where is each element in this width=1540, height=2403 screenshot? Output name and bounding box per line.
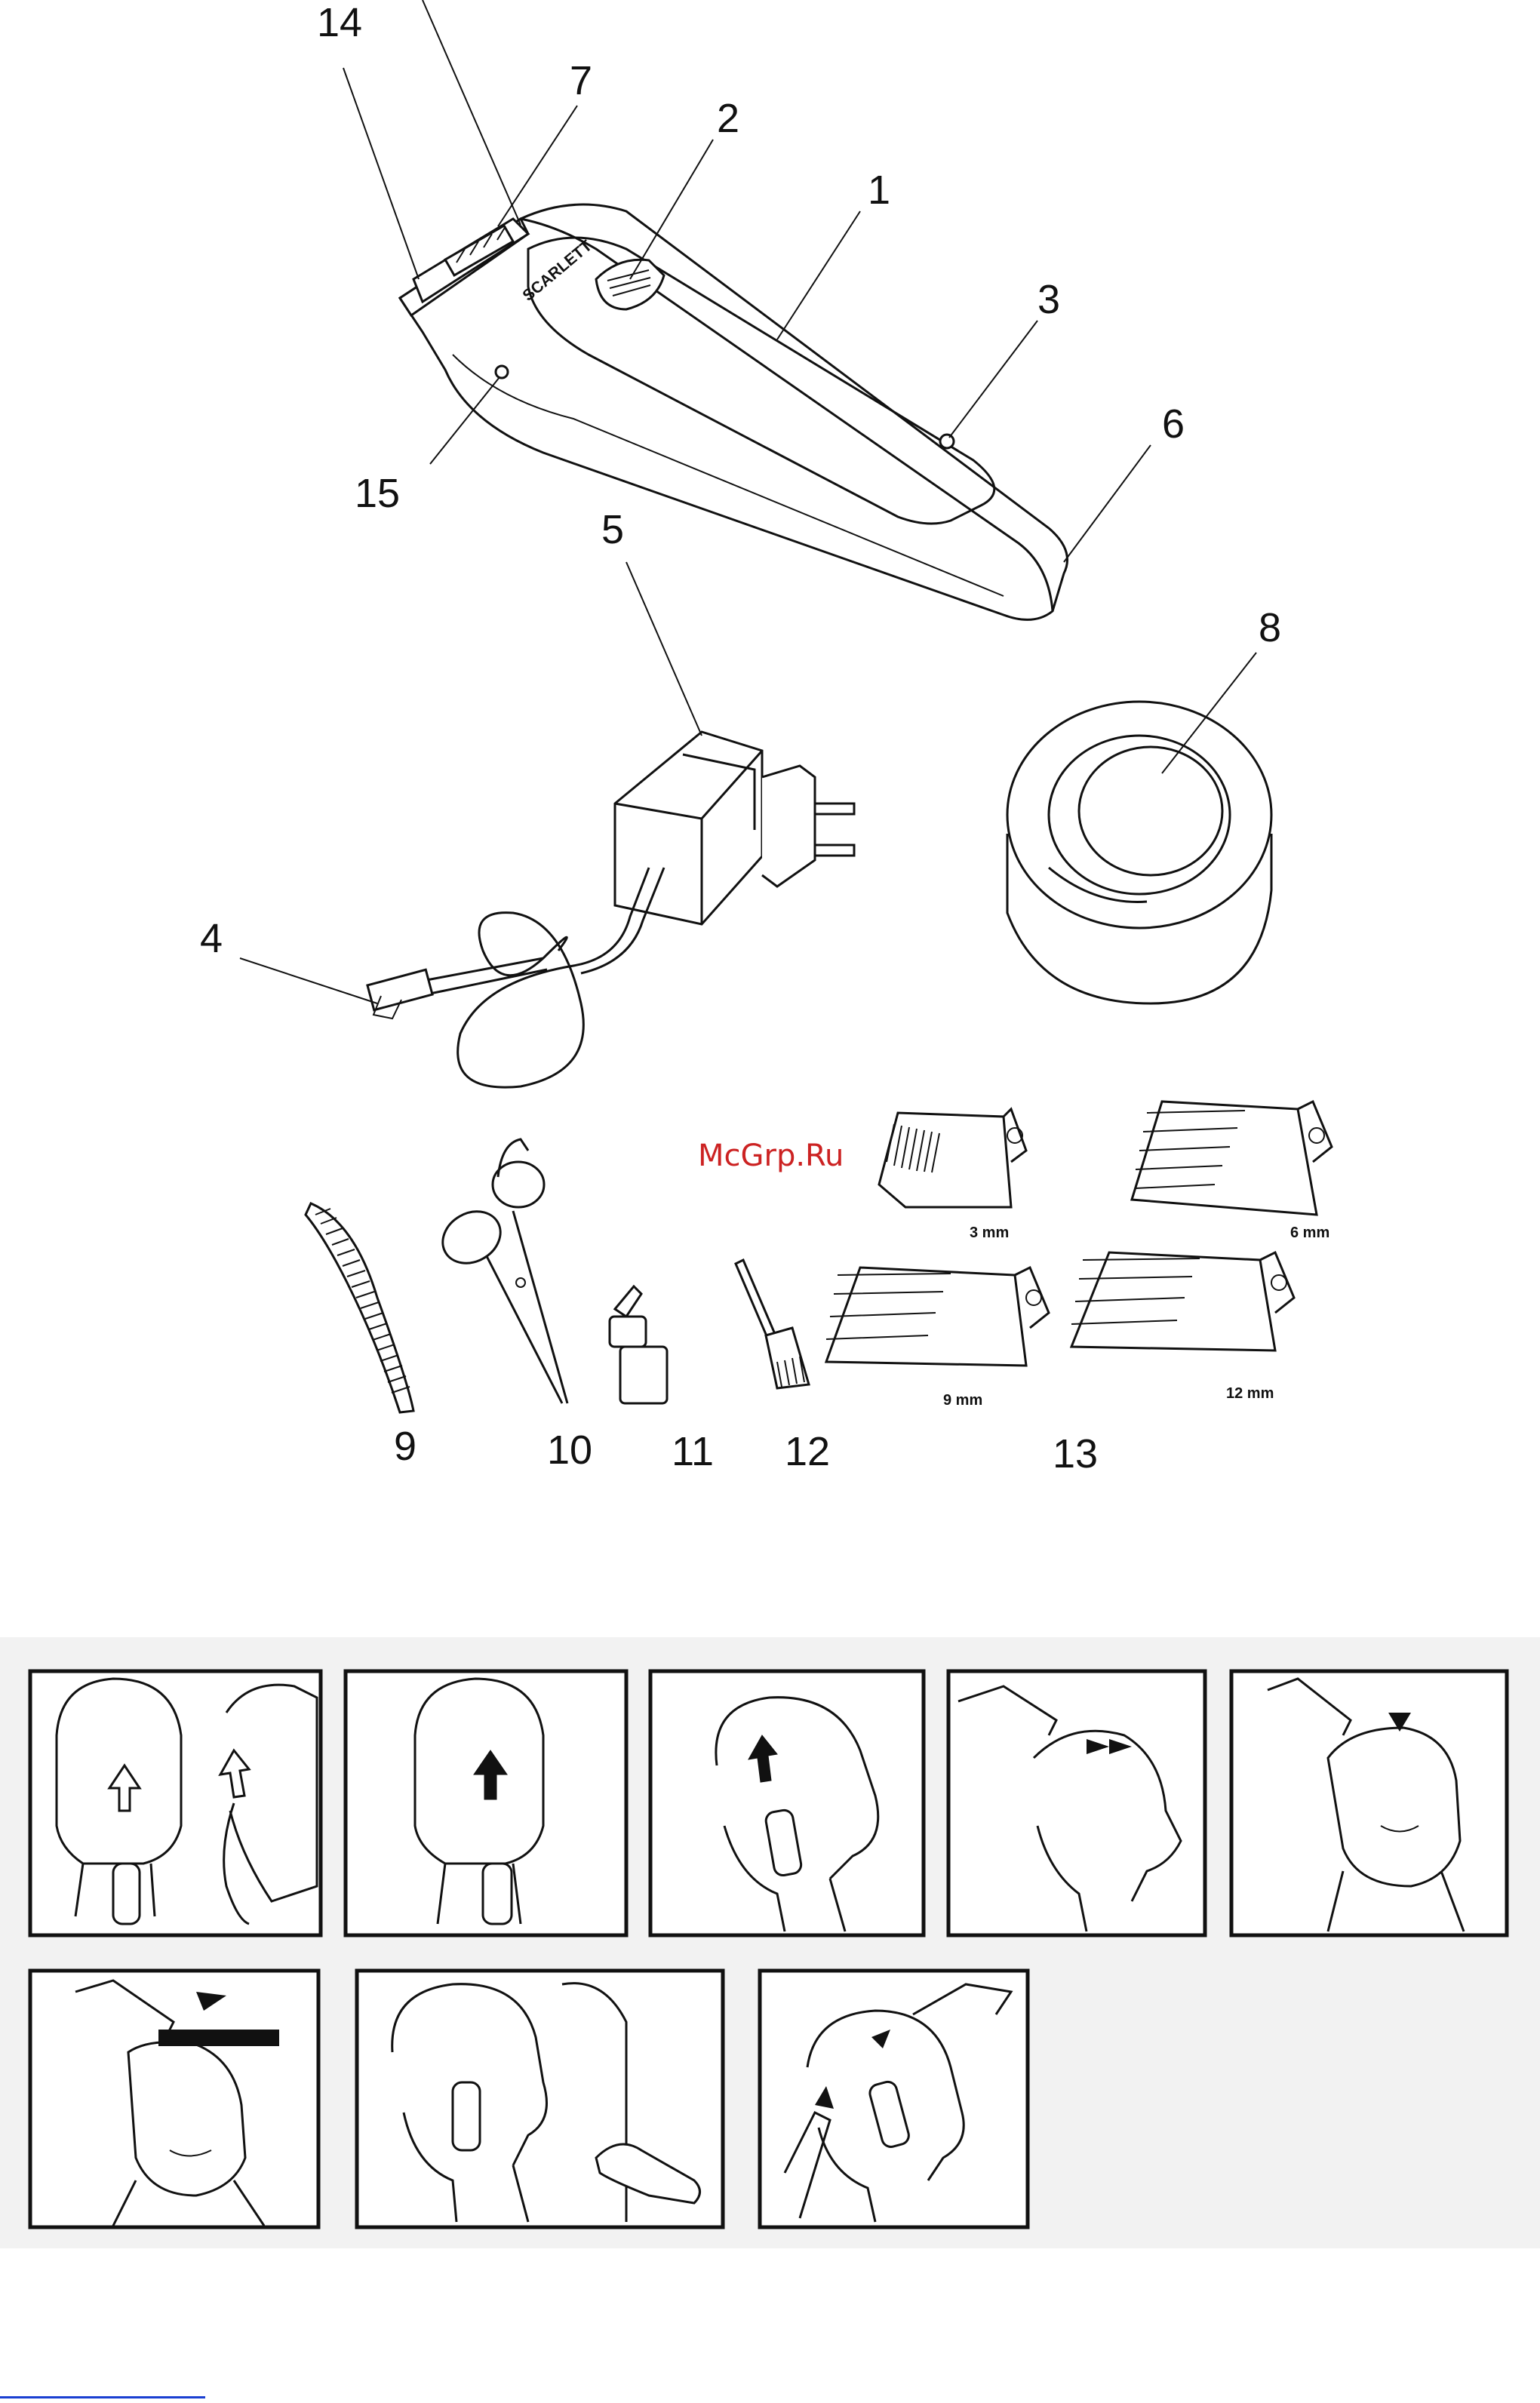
comb-icon [306,1203,413,1412]
label-6: 6 [1162,401,1185,447]
comb-label-9mm: 9 mm [943,1392,982,1409]
hair-clipper-icon: SCARLETT [400,0,1068,619]
step-panel-2 [346,1671,626,1935]
step-panel-7 [357,1971,723,2227]
label-3: 3 [1037,277,1060,322]
step-panel-1 [30,1671,321,1935]
label-10: 10 [547,1427,592,1473]
label-5: 5 [601,507,624,552]
watermark-text: McGrp.Ru [698,1139,844,1173]
label-14: 14 [317,0,362,45]
comb-label-12mm: 12 mm [1226,1385,1274,1402]
label-2: 2 [717,96,739,141]
charger-adapter-icon [367,732,854,1087]
label-4: 4 [200,916,223,961]
step-panel-8 [760,1971,1028,2227]
label-7: 7 [570,58,592,103]
step-panel-6 [30,1971,318,2227]
label-11: 11 [672,1429,714,1474]
label-1: 1 [868,167,890,213]
step-panel-5 [1231,1671,1507,1935]
label-13: 13 [1053,1431,1098,1477]
comb-label-6mm: 6 mm [1290,1225,1329,1241]
step-panel-4 [948,1671,1205,1935]
oil-bottle-icon [610,1286,667,1403]
comb-label-3mm: 3 mm [970,1225,1009,1241]
bottom-link-underline[interactable] [0,2396,205,2398]
attachment-comb-9mm-icon [826,1268,1049,1366]
label-12: 12 [785,1429,830,1474]
attachment-comb-6mm-icon [1132,1102,1332,1215]
charging-stand-icon [1007,702,1271,1003]
cleaning-brush-icon [736,1260,809,1388]
step-panel-3 [650,1671,924,1935]
label-9: 9 [394,1424,417,1469]
label-8: 8 [1259,605,1281,650]
label-15: 15 [355,471,400,516]
attachment-comb-12mm-icon [1071,1252,1294,1351]
attachment-comb-3mm-icon [879,1109,1026,1207]
scissors-icon [433,1139,567,1403]
